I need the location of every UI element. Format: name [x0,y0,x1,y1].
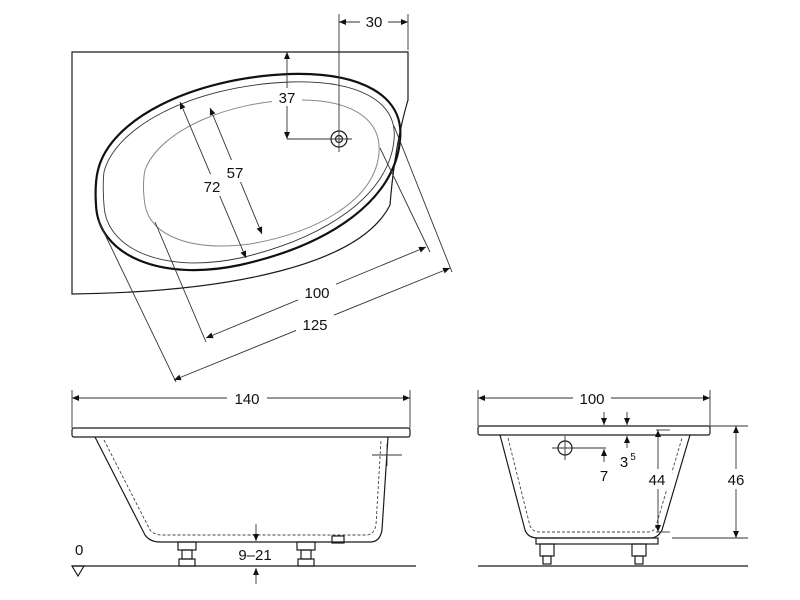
foot-left [177,541,197,567]
dim-total-height: 46 [728,472,745,489]
floor-level-marker-icon [70,565,86,578]
dim-rim-thickness-sup: 5 [630,452,636,463]
dim-foot-range: 9–21 [238,547,271,564]
foot-right [296,541,316,567]
top-view: 30 37 57 72 100 125 [71,12,453,383]
drain-icon [326,126,352,152]
side-body [94,436,389,543]
dim-outer-length: 125 [302,317,327,334]
dim-inner-width: 57 [227,165,244,182]
overflow-icon [552,436,578,460]
side-rim [71,427,411,438]
dim-outer-width: 72 [204,179,221,196]
dim-side-length: 140 [234,391,259,408]
floor-level-label: 0 [75,542,83,559]
side-view: 140 0 9–21 [70,388,416,584]
end-view: 100 7 3 5 [477,388,751,567]
dim-rim-thickness: 3 [620,454,628,471]
dim-drain-depth: 37 [279,90,296,107]
basin-rim-inner [102,81,395,264]
basin-floor [143,99,380,247]
dim-drain-offset: 30 [366,14,383,31]
dim-inner-depth: 44 [649,472,666,489]
end-feet [539,543,647,565]
end-rim [477,425,711,436]
dim-inner-length: 100 [304,285,329,302]
dim-end-width: 100 [579,391,604,408]
dim-drain-height: 7 [600,468,608,485]
